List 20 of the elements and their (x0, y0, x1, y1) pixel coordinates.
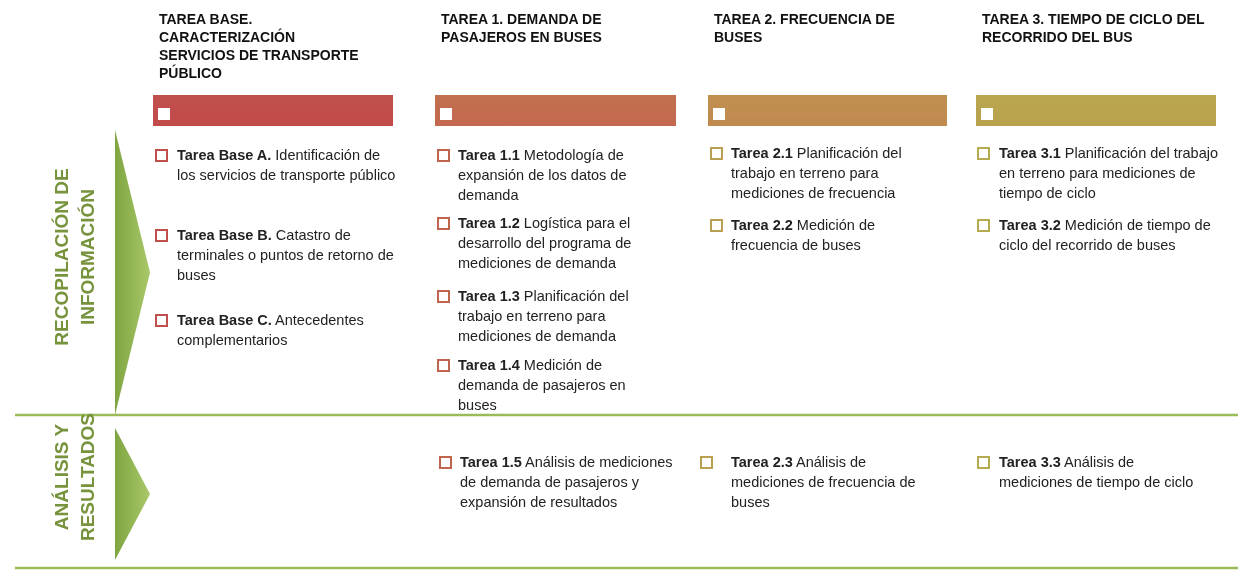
task-text: Tarea Base B. Catastro de terminales o puntos de retorno de buses (177, 226, 395, 285)
task-text: Tarea Base A. Identificación de los servicios de transporte público (177, 146, 397, 185)
task-text: Tarea 1.2 Logística para el desarrollo del programa de mediciones de demanda (458, 214, 633, 273)
row-heading: ANÁLISIS Y RESULTADOS (50, 411, 99, 544)
task-text: Tarea 1.4 Medición de demanda de pasajeros en buses (458, 356, 627, 415)
row-heading: RECOPILACIÓN DE INFORMACIÓN (50, 167, 99, 348)
task-text: Tarea 1.1 Metodología de expansión de los datos de demanda (458, 146, 628, 205)
task-text: Tarea Base C. Antecedentes complementarios (177, 311, 365, 350)
column-heading: TAREA 3. TIEMPO DE CICLO DEL RECORRIDO DEL BUS (982, 10, 1206, 46)
task-text: Tarea 3.2 Medición de tiempo de ciclo del recorrido de buses (999, 216, 1212, 255)
task-text: Tarea 3.3 Análisis de mediciones de tiempo de ciclo (999, 453, 1195, 492)
task-text: Tarea 2.1 Planificación del trabajo en terreno para mediciones de frecuencia (731, 144, 903, 203)
task-text: Tarea 3.1 Planificación del trabajo en terreno para mediciones de tiempo de ciclo (999, 144, 1219, 203)
task-text: Tarea 1.3 Planificación del trabajo en terreno para mediciones de demanda (458, 287, 630, 346)
task-text: Tarea 2.3 Análisis de mediciones de frecuencia de buses (731, 453, 917, 512)
column-heading: TAREA BASE. CARACTERIZACIÓN SERVICIOS DE TRANSPORTE PÚBLICO (159, 10, 359, 82)
column-heading: TAREA 1. DEMANDA DE PASAJEROS EN BUSES (441, 10, 603, 46)
task-text: Tarea 2.2 Medición de frecuencia de buses (731, 216, 877, 255)
task-text: Tarea 1.5 Análisis de mediciones de demanda de pasajeros y expansión de resultados (460, 453, 674, 512)
column-heading: TAREA 2. FRECUENCIA DE BUSES (714, 10, 896, 46)
